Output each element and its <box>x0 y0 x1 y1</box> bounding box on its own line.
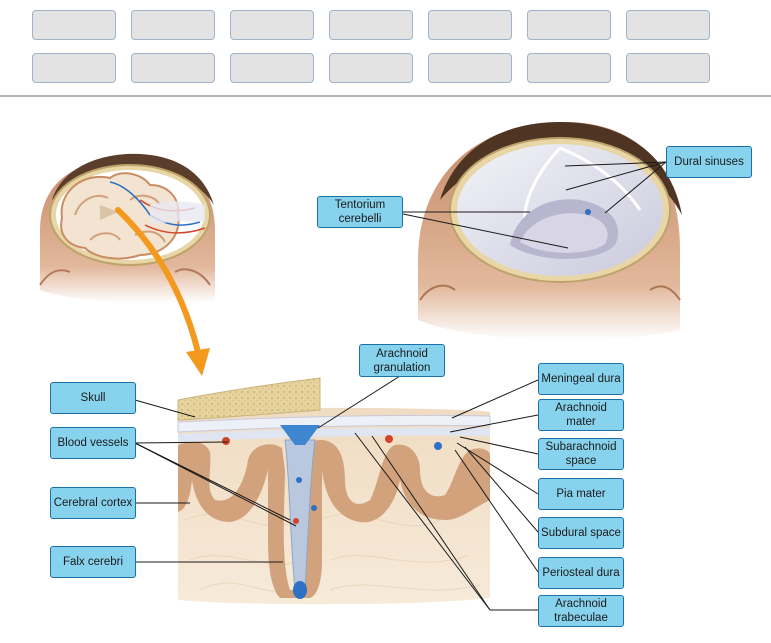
answer-slot[interactable] <box>32 53 116 83</box>
label-tentorium-cerebelli[interactable]: Tentorium cerebelli <box>317 196 403 228</box>
label-subarachnoid-space[interactable]: Subarachnoid space <box>538 438 624 470</box>
answer-slot[interactable] <box>626 10 710 40</box>
label-dural-sinuses[interactable]: Dural sinuses <box>666 146 752 178</box>
label-arachnoid-trabeculae[interactable]: Arachnoid trabeculae <box>538 595 624 627</box>
label-arachnoid-mater[interactable]: Arachnoid mater <box>538 399 624 431</box>
coronal-section-illustration <box>177 377 491 605</box>
label-skull[interactable]: Skull <box>50 382 136 414</box>
answer-slot[interactable] <box>230 10 314 40</box>
answer-slot[interactable] <box>428 53 512 83</box>
label-meningeal-dura[interactable]: Meningeal dura <box>538 363 624 395</box>
label-cerebral-cortex[interactable]: Cerebral cortex <box>50 487 136 519</box>
label-periosteal-dura[interactable]: Periosteal dura <box>538 557 624 589</box>
zoom-arrow <box>115 207 210 376</box>
answer-slot[interactable] <box>131 10 215 40</box>
divider <box>0 95 771 97</box>
answer-slot[interactable] <box>527 10 611 40</box>
answer-slot[interactable] <box>527 53 611 83</box>
label-blood-vessels[interactable]: Blood vessels <box>50 427 136 459</box>
answer-slot[interactable] <box>32 10 116 40</box>
label-pia-mater[interactable]: Pia mater <box>538 478 624 510</box>
small-head-illustration <box>39 153 215 303</box>
answer-slot[interactable] <box>131 53 215 83</box>
label-arachnoid-granulation[interactable]: Arachnoid granulation <box>359 344 445 377</box>
label-falx-cerebri[interactable]: Falx cerebri <box>50 546 136 578</box>
leader-lines <box>134 161 667 611</box>
answer-slot[interactable] <box>428 10 512 40</box>
label-subdural-space[interactable]: Subdural space <box>538 517 624 549</box>
answer-slot[interactable] <box>230 53 314 83</box>
answer-slot[interactable] <box>329 53 413 83</box>
answer-slot[interactable] <box>329 10 413 40</box>
answer-slot[interactable] <box>626 53 710 83</box>
large-head-illustration <box>418 121 682 341</box>
